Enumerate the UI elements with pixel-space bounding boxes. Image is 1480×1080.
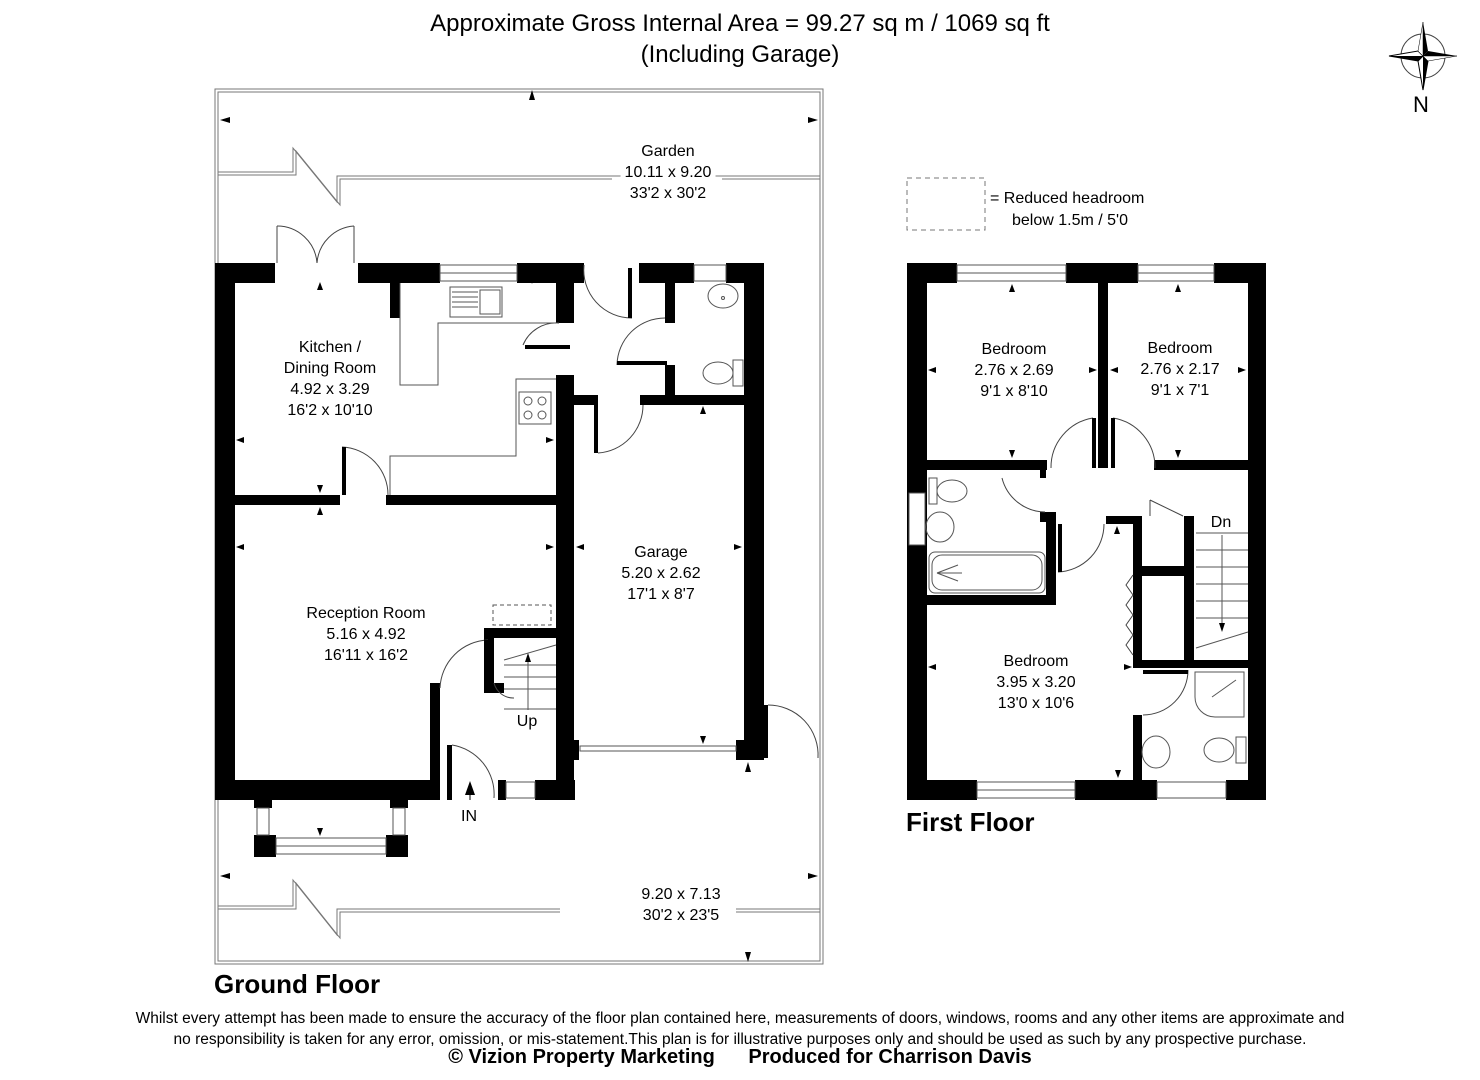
copyright-text: © Vizion Property Marketing bbox=[448, 1046, 715, 1068]
including-garage-note: (Including Garage) bbox=[640, 41, 840, 68]
wc-fittings bbox=[702, 283, 744, 387]
first-floor-walls bbox=[907, 263, 1266, 800]
room-label-garage: Garage 5.20 x 2.62 17'1 x 8'7 bbox=[621, 544, 701, 603]
bathroom-fittings bbox=[925, 477, 1247, 769]
produced-for-text: Produced for Charrison Davis bbox=[748, 1046, 1032, 1068]
room-label-reception: Reception Room 5.16 x 4.92 16'11 x 16'2 bbox=[306, 605, 426, 664]
kitchen-units bbox=[389, 283, 556, 495]
area-header: Approximate Gross Internal Area = 99.27 … bbox=[0, 8, 1480, 70]
ground-floor-label: Ground Floor bbox=[214, 969, 381, 999]
ground-floor-walls bbox=[215, 263, 764, 857]
garden-boundary bbox=[214, 88, 824, 965]
ground-floor-stairs bbox=[492, 604, 557, 710]
room-label-garden: Garden 10.11 x 9.20 33'2 x 30'2 bbox=[620, 141, 716, 204]
first-floor-windows bbox=[908, 264, 1227, 799]
room-label-kitchen-dining: Kitchen / Dining Room 4.92 x 3.29 16'2 x… bbox=[283, 339, 377, 419]
disclaimer: Whilst every attempt has been made to en… bbox=[135, 1010, 1345, 1048]
first-floor-stairs bbox=[1195, 532, 1249, 649]
room-label-bedroom-2: Bedroom 2.76 x 2.17 9'1 x 7'1 bbox=[1140, 340, 1220, 399]
stairs-down-label: Dn bbox=[1210, 514, 1232, 531]
entrance-label: IN bbox=[461, 808, 477, 825]
first-floor-label: First Floor bbox=[906, 807, 1035, 837]
legend: = Reduced headroom below 1.5m / 5'0 bbox=[990, 188, 1144, 232]
legend-line-2: below 1.5m / 5'0 bbox=[1012, 212, 1129, 229]
legend-line-1: = Reduced headroom bbox=[990, 190, 1145, 207]
credits: © Vizion Property Marketing Produced for… bbox=[0, 1046, 1480, 1069]
dimension-arrows bbox=[220, 90, 818, 962]
stairs-up-label: Up bbox=[516, 713, 538, 730]
ground-floor-doors bbox=[276, 225, 819, 799]
legend-swatch-dashed bbox=[906, 177, 986, 231]
room-label-front-garden: 9.20 x 7.13 30'2 x 23'5 bbox=[637, 884, 725, 926]
ground-floor-windows bbox=[256, 264, 737, 855]
compass-north-label: N bbox=[1413, 92, 1429, 117]
room-label-bedroom-3: Bedroom 3.95 x 3.20 13'0 x 10'6 bbox=[996, 653, 1076, 712]
first-floor-doors bbox=[1001, 417, 1189, 716]
gross-area-text: Approximate Gross Internal Area = 99.27 … bbox=[430, 10, 1050, 37]
compass-rose-icon bbox=[1388, 21, 1458, 91]
room-label-bedroom-1: Bedroom 2.76 x 2.69 9'1 x 8'10 bbox=[974, 341, 1054, 400]
